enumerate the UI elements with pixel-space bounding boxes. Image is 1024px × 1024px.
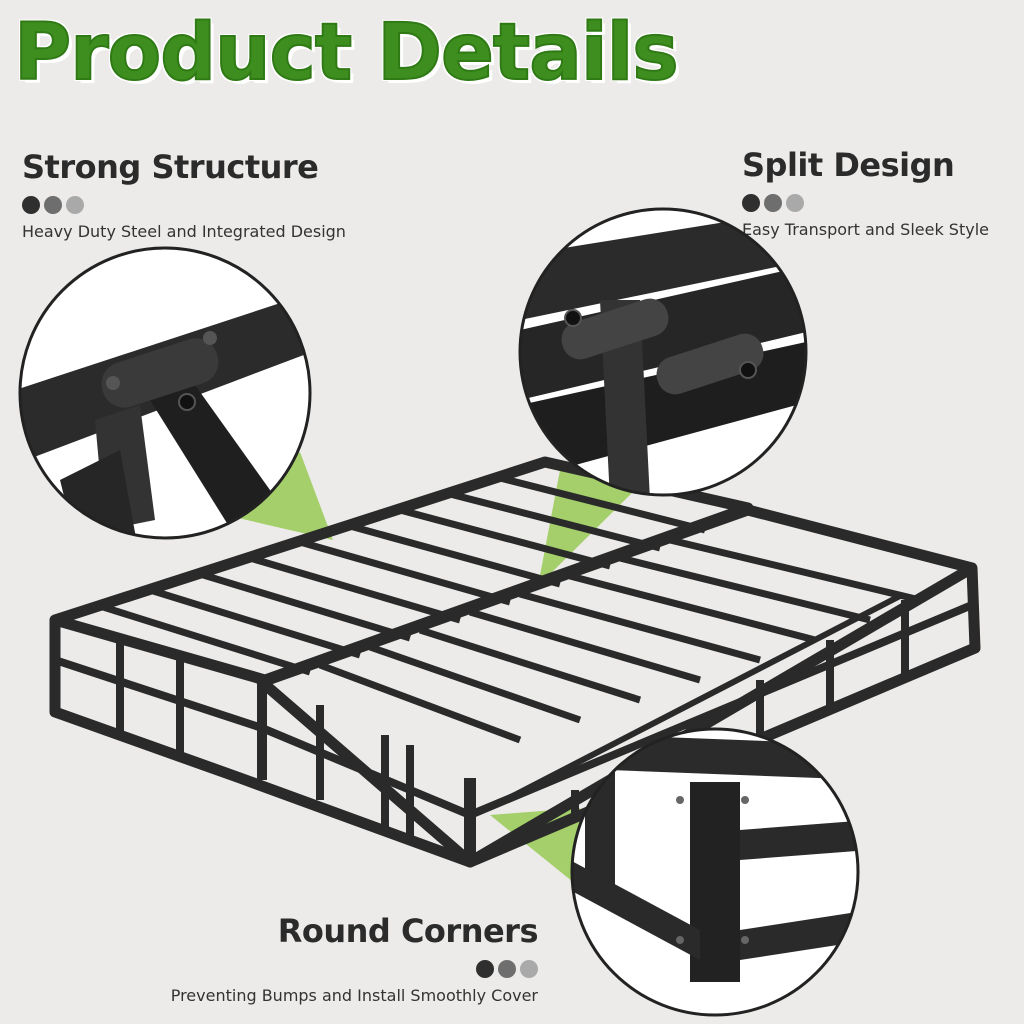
- detail-circle-round-corners: [570, 727, 860, 1017]
- swatch-gray: [498, 960, 516, 978]
- feature-description: Preventing Bumps and Install Smoothly Co…: [170, 986, 538, 1005]
- page-title: Product Details: [13, 7, 680, 99]
- color-swatches: [120, 960, 538, 978]
- swatch-gray: [764, 194, 782, 212]
- swatch-light-gray: [786, 194, 804, 212]
- detail-circle-split-design: [518, 207, 808, 497]
- feature-description: Easy Transport and Sleek Style: [742, 220, 989, 239]
- feature-title: Round Corners: [277, 912, 539, 950]
- feature-split-design: Split Design Easy Transport and Sleek St…: [742, 146, 989, 239]
- feature-strong-structure: Strong Structure Heavy Duty Steel and In…: [22, 148, 346, 241]
- feature-round-corners: Round Corners Preventing Bumps and Insta…: [120, 912, 539, 1005]
- callout-beam-strong: [238, 452, 333, 540]
- feature-title: Strong Structure: [22, 148, 319, 186]
- bed-frame: [49, 456, 981, 868]
- swatch-black: [742, 194, 760, 212]
- color-swatches: [742, 194, 989, 212]
- swatch-black: [476, 960, 494, 978]
- swatch-gray: [44, 196, 62, 214]
- swatch-light-gray: [66, 196, 84, 214]
- feature-title: Split Design: [742, 146, 955, 184]
- swatch-light-gray: [520, 960, 538, 978]
- swatch-black: [22, 196, 40, 214]
- feature-description: Heavy Duty Steel and Integrated Design: [22, 222, 346, 241]
- detail-circle-strong-structure: [18, 246, 312, 540]
- color-swatches: [22, 196, 346, 214]
